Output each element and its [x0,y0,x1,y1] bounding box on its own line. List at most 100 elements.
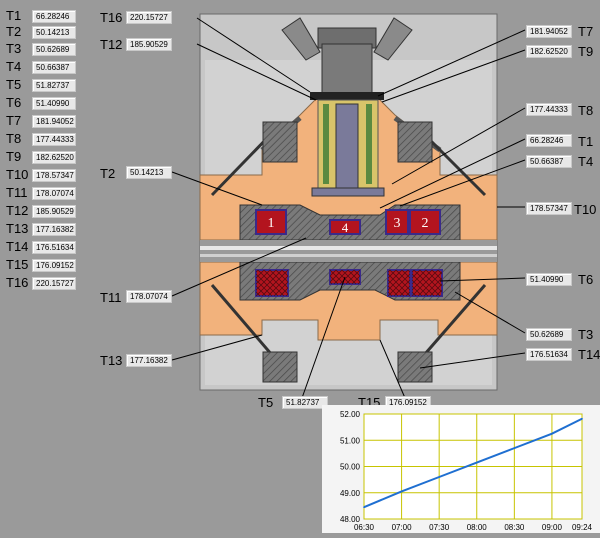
annotation-label-t2: T2 [100,166,116,181]
annotation-value-t2: 50.14213 [126,166,172,179]
sensor-label-t9: T9 [6,149,22,164]
chart-data-point [400,490,403,493]
coil-1 [255,209,287,235]
sensor-label-t6: T6 [6,95,22,110]
sensor-row-t1: T1 66.28246 [0,8,90,24]
annotation-label-t6: T6 [578,272,594,287]
sensor-value-t14: 176.51634 [32,241,76,254]
sensor-label-t12: T12 [6,203,29,218]
sensor-value-t10: 178.57347 [32,169,76,182]
sensor-value-t5: 51.82737 [32,79,76,92]
chart-y-tick-label: 49.00 [340,489,361,498]
chart-x-tick-label: 09:24 [572,523,593,532]
sensor-value-t9: 182.62520 [32,151,76,164]
coil-label-4: 4 [342,220,349,235]
annotation-label-t5: T5 [258,395,274,410]
sensor-value-t15: 176.09152 [32,259,76,272]
coil-3 [385,209,409,235]
sensor-value-t11: 178.07074 [32,187,76,200]
sensor-value-t6: 51.40990 [32,97,76,110]
coil-2 [409,209,441,235]
sensor-label-t11: T11 [6,185,28,200]
chart-y-tick-label: 51.00 [340,436,361,445]
sensor-label-t3: T3 [6,41,22,56]
chart-data-point [551,432,553,435]
sensor-label-t10: T10 [6,167,29,182]
annotation-label-t11: T11 [100,290,122,305]
annotation-label-t7: T7 [578,24,594,39]
sensor-value-t1: 66.28246 [32,10,76,23]
chart-data-point [475,461,478,464]
sensor-value-t13: 177.16382 [32,223,76,236]
annotation-value-t14: 176.51634 [526,348,572,361]
chart-data-point [438,476,440,478]
annotation-value-t13: 177.16382 [126,354,172,367]
chart-data-point [581,417,583,420]
annotation-value-t8: 177.44333 [526,103,572,116]
chart-x-tick-label: 07:30 [429,523,450,532]
annotation-value-t3: 50.62689 [526,328,572,341]
annotation-value-t7: 181.94052 [526,25,572,38]
sensor-value-t7: 181.94052 [32,115,76,128]
coil-label-3: 3 [394,216,401,231]
chart-x-tick-label: 06:30 [354,523,375,532]
sensor-value-t8: 177.44333 [32,133,76,146]
annotation-label-t1: T1 [578,134,594,149]
sensor-value-t2: 50.14213 [32,26,76,39]
annotation-label-t13: T13 [100,353,123,368]
sensor-label-t1: T1 [6,8,22,23]
sensor-row-t6: T6 51.40990 [0,95,90,111]
sensor-row-t11: T11 178.07074 [0,185,90,201]
sensor-label-t16: T16 [6,275,29,290]
chart-x-tick-label: 09:00 [542,523,563,532]
sensor-row-t8: T8 177.44333 [0,131,90,147]
sensor-row-t7: T7 181.94052 [0,113,90,129]
chart-x-tick-label: 07:00 [392,523,413,532]
coil-4 [329,219,361,235]
sensor-label-t7: T7 [6,113,22,128]
annotation-label-t12: T12 [100,37,123,52]
annotation-label-t8: T8 [578,103,594,118]
annotation-value-t4: 50.66387 [526,155,572,168]
chart-y-tick-label: 50.00 [340,463,361,472]
annotation-value-t16: 220.15727 [126,11,172,24]
coil-label-1: 1 [268,216,275,231]
annotation-value-t10: 178.57347 [526,202,572,215]
annotation-value-t12: 185.90529 [126,38,172,51]
chart-x-tick-label: 08:00 [467,523,488,532]
sensor-value-t3: 50.62689 [32,43,76,56]
annotation-value-t9: 182.62520 [526,45,572,58]
sensor-label-t2: T2 [6,24,22,39]
chart-data-point [363,506,365,508]
annotation-label-t16: T16 [100,10,123,25]
sensor-label-t8: T8 [6,131,22,146]
chart-x-tick-label: 08:30 [504,523,525,532]
sensor-label-t14: T14 [6,239,29,254]
annotation-label-t9: T9 [578,44,594,59]
sensor-value-t12: 185.90529 [32,205,76,218]
annotation-label-t14: T14 [578,347,600,362]
annotation-label-t10: T10 [574,202,597,217]
sensor-label-t4: T4 [6,59,22,74]
chart-data-point [513,447,516,449]
annotation-value-t1: 66.28246 [526,134,572,147]
sensor-label-t13: T13 [6,221,29,236]
sensor-row-t5: T5 51.82737 [0,77,90,93]
sensor-row-t2: T2 50.14213 [0,24,90,40]
annotation-label-t3: T3 [578,327,594,342]
sensor-label-t15: T15 [6,257,29,272]
chart-y-tick-label: 52.00 [340,410,361,419]
annotation-value-t5: 51.82737 [282,396,328,409]
chart-y-tick-label: 48.00 [340,515,361,524]
sensor-row-t3: T3 50.62689 [0,41,90,57]
sensor-row-t9: T9 182.62520 [0,149,90,165]
sensor-label-t5: T5 [6,77,22,92]
